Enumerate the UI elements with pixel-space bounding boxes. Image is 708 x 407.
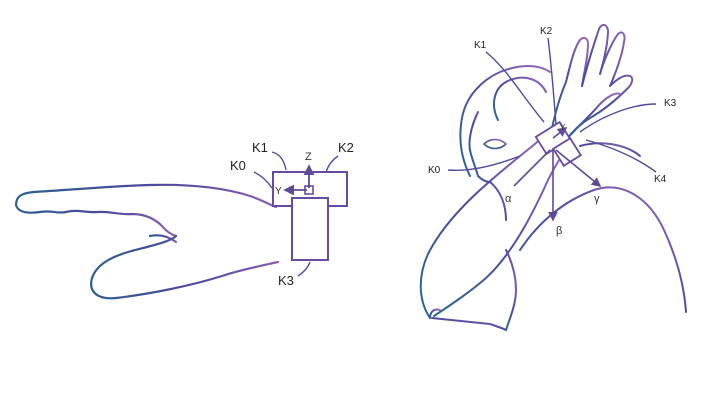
right-leader-lines	[447, 37, 657, 173]
hood-outline	[459, 65, 551, 177]
right-k2-label: K2	[540, 26, 553, 37]
palm-lower-outline	[90, 234, 280, 300]
body-outline	[519, 186, 687, 313]
gamma-axis-arrow	[555, 149, 602, 188]
k3-band-box	[291, 197, 329, 261]
right-device	[534, 120, 583, 168]
left-k2-label: K2	[338, 140, 354, 155]
k3-leader	[297, 261, 311, 277]
thumb	[565, 92, 621, 141]
right-person-figure	[419, 24, 687, 331]
collar-line	[505, 249, 517, 331]
fingers	[565, 24, 634, 141]
right-k3-leader	[579, 103, 657, 133]
left-k0-label: K0	[230, 158, 246, 173]
finger-lower-outline	[14, 203, 178, 238]
k1-leader	[271, 151, 287, 171]
elbow	[429, 308, 441, 319]
left-leader-lines	[253, 151, 339, 277]
right-k0-leader	[447, 155, 521, 172]
right-axes	[513, 127, 602, 222]
right-k2-leader	[547, 37, 557, 125]
alpha-axis-line	[513, 149, 551, 187]
k0-leader	[253, 171, 273, 189]
left-device	[272, 171, 348, 261]
back-line	[579, 142, 641, 157]
torso-lower	[431, 317, 507, 331]
forearm-inner	[433, 149, 567, 317]
right-k4-label: K4	[654, 174, 667, 185]
hand-back	[551, 36, 589, 129]
right-beta-label: β	[556, 225, 562, 237]
left-y-axis-label: Y	[275, 186, 282, 197]
neck-line	[489, 181, 507, 221]
left-k3-label: K3	[278, 273, 294, 288]
right-k4-leader	[585, 139, 657, 173]
right-alpha-label: α	[505, 193, 512, 205]
face-profile	[468, 111, 491, 183]
right-y-axis-label: Y	[560, 123, 566, 132]
right-k1-label: K1	[474, 40, 487, 51]
eye	[483, 138, 507, 150]
right-k1-leader	[485, 51, 545, 123]
hood-inner	[493, 76, 547, 121]
curled-finger-crease	[148, 234, 178, 244]
right-y-axis-arrow	[552, 127, 568, 139]
left-k1-label: K1	[252, 140, 268, 155]
right-labels: K0 K1 K2 K3 K4 α β γ Y	[428, 26, 677, 237]
right-k3-box	[551, 136, 583, 168]
k2-leader	[325, 155, 339, 173]
right-k3-label: K3	[664, 98, 677, 109]
left-labels: K0 K1 K2 K3 Z Y	[230, 140, 354, 288]
right-gamma-label: γ	[594, 193, 600, 205]
right-k0-label: K0	[428, 165, 441, 176]
left-z-axis-label: Z	[305, 151, 312, 163]
forearm-outer	[419, 127, 553, 319]
left-axes	[283, 164, 315, 196]
hand-upper-outline	[14, 183, 278, 209]
